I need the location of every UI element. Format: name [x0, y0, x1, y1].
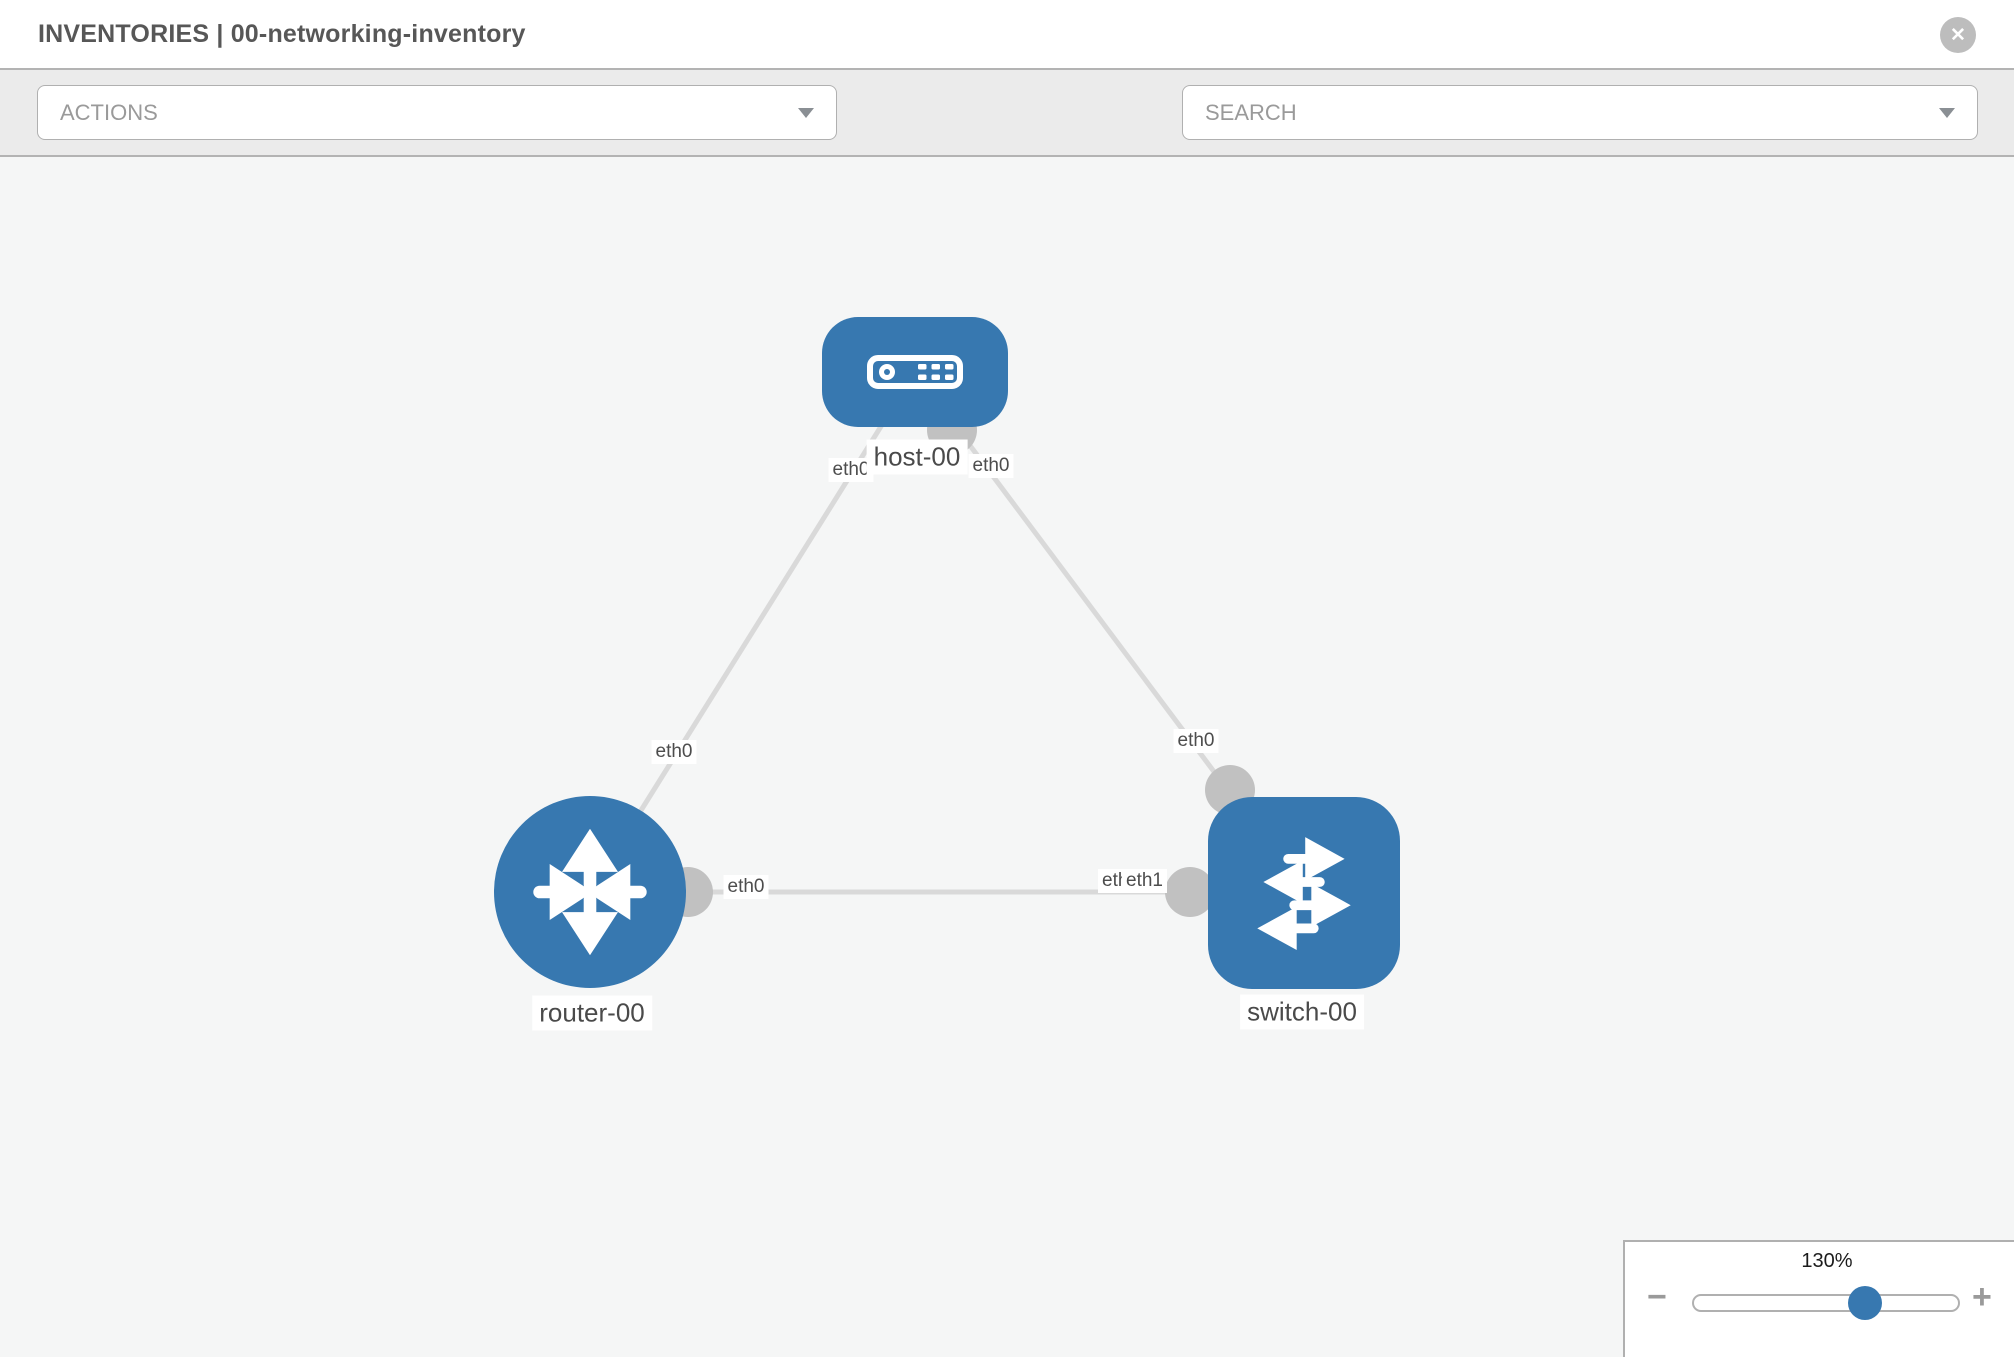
toolbar: ACTIONS SEARCH	[0, 70, 2014, 200]
zoom-level-value: 130%	[1801, 1250, 1853, 1272]
switch-icon	[1257, 837, 1351, 951]
node-label-switch: switch-00	[1240, 994, 1364, 1030]
zoom-in-button[interactable]: +	[1972, 1278, 1992, 1316]
close-icon[interactable]: ✕	[1940, 17, 1976, 53]
iface-label-switch-to-host: eth0	[1173, 729, 1219, 753]
iface-label-host-to-switch: eth0	[968, 454, 1014, 478]
zoom-slider-handle[interactable]	[1848, 1286, 1882, 1320]
node-router-00[interactable]	[494, 796, 686, 988]
search-dropdown[interactable]: SEARCH	[1182, 85, 1978, 140]
iface-label-switch-to-router: eth1	[1122, 869, 1167, 893]
zoom-out-button[interactable]: −	[1647, 1278, 1667, 1316]
iface-label-router-to-switch: eth0	[723, 875, 769, 899]
iface-label-host-to-router: eth0	[828, 458, 874, 482]
host-icon	[867, 355, 963, 389]
node-host-00[interactable]	[822, 317, 1008, 427]
connector-switch-left[interactable]	[1165, 867, 1215, 917]
actions-dropdown[interactable]: ACTIONS	[37, 85, 837, 140]
links-layer	[587, 370, 1307, 917]
search-placeholder: SEARCH	[1205, 99, 1297, 125]
page-title: INVENTORIES | 00-networking-inventory	[38, 20, 526, 48]
breadcrumb-header: INVENTORIES | 00-networking-inventory ✕	[0, 0, 2014, 70]
chevron-down-icon	[1939, 107, 1955, 118]
node-label-router: router-00	[532, 995, 652, 1031]
zoom-slider-track[interactable]	[1692, 1294, 1960, 1312]
chevron-down-icon	[798, 107, 814, 118]
node-switch-00[interactable]	[1208, 797, 1400, 989]
iface-label-router-to-host: eth0	[651, 740, 697, 764]
router-icon	[533, 829, 647, 955]
topology-canvas[interactable]: host-00 router-00 switch-00 eth0 eth0 et…	[0, 157, 2014, 1357]
node-label-host: host-00	[866, 439, 968, 475]
zoom-control-panel: 130% − +	[1623, 1240, 2014, 1357]
actions-dropdown-label: ACTIONS	[60, 99, 158, 125]
